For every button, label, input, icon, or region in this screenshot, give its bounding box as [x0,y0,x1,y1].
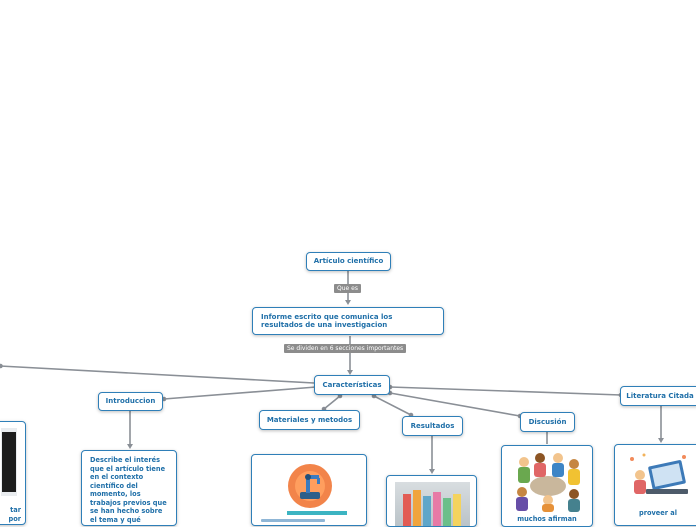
introduccion-label: Introduccion [105,397,156,406]
resultados-label: Resultados [410,421,455,430]
connector-label-que-es: Que es [334,284,361,293]
branch-node-literatura-citada[interactable]: Literatura Citada [620,386,696,406]
colored-pencils-photo-icon [395,482,470,526]
resultados-card[interactable] [386,475,477,527]
materiales-card[interactable] [251,454,367,526]
root-node-label: Artículo científico [313,257,384,266]
people-meeting-illustration-icon [510,450,586,512]
left-partial-card[interactable]: tar por [0,421,26,525]
root-node-articulo-cientifico[interactable]: Artículo científico [306,252,391,271]
discusion-card-caption: muchos afirman [517,515,577,523]
materiales-card-text-partial [261,519,325,522]
partial-photo-icon [1,428,17,496]
hub-node-label: Características [322,380,382,389]
left-partial-text: tar por [8,506,21,523]
branch-node-resultados[interactable]: Resultados [402,416,463,436]
robot-arm-illustration-icon [287,463,333,509]
literatura-label: Literatura Citada [626,391,694,400]
branch-node-discusion[interactable]: Discusión [520,412,575,432]
introduccion-card[interactable]: Describe el interés que el artículo tien… [81,450,177,526]
definition-node-label: Informe escrito que comunica los resulta… [261,312,393,330]
materiales-card-bar [287,511,347,515]
materiales-label: Materiales y metodos [266,415,353,424]
laptop-study-illustration-icon [624,449,696,507]
introduccion-card-text: Describe el interés que el artículo tien… [90,456,167,524]
literatura-card[interactable]: proveer al [614,444,696,526]
connector-label-secciones: Se dividen en 6 secciones importantes [284,344,407,353]
branch-node-materiales-metodos[interactable]: Materiales y metodos [259,410,360,430]
discusion-card[interactable]: muchos afirman [501,445,593,527]
literatura-card-caption: proveer al [638,509,677,517]
discusion-label: Discusión [528,417,567,426]
hub-node-caracteristicas[interactable]: Características [314,375,390,395]
branch-node-introduccion[interactable]: Introduccion [98,392,163,411]
definition-node[interactable]: Informe escrito que comunica los resulta… [252,307,444,335]
